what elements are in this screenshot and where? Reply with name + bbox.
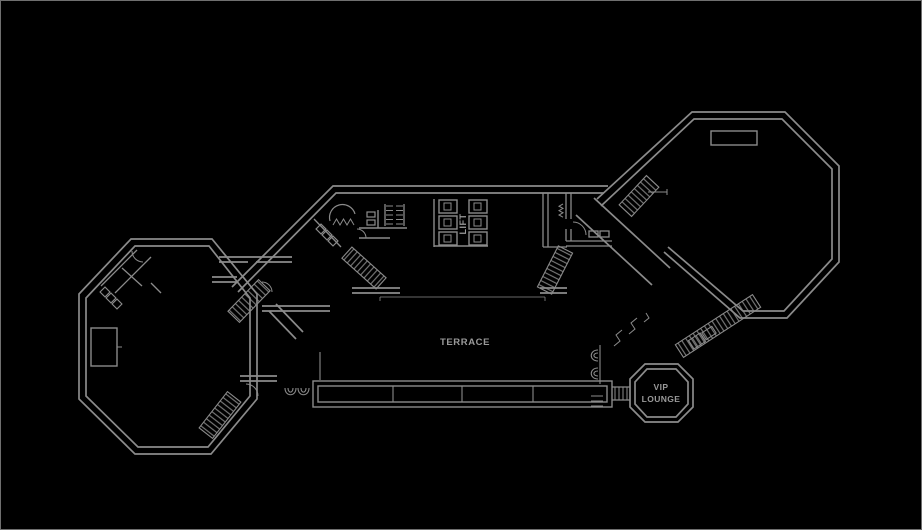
bridge-rungs [614,387,628,400]
squiggle-symbol [628,317,638,335]
stall-partition-comb [384,204,405,226]
squiggle-symbol [613,329,623,347]
door-swing-arc [131,250,144,263]
plan-labels: TERRACE LIFT VIP LOUNGE [440,214,680,405]
wall-stub [150,282,162,294]
lift-cell [438,215,458,230]
west-washrooms [313,203,407,290]
terrace-planter-strip [284,352,613,408]
wall-inner [85,245,251,448]
central-wing [231,185,608,312]
scroll-ornament-west [284,387,310,396]
scroll-ornament [590,367,599,380]
stairs-southwest [198,390,242,440]
fixture [327,235,339,247]
wall-outer [629,363,694,423]
fixture [105,292,117,304]
corner-room-partitions [100,249,162,294]
vip-lounge-label-line1: VIP [654,382,669,392]
lift-car [473,218,482,227]
wall [114,256,152,294]
fixture [366,219,376,226]
door-swing-arc [356,228,367,239]
vip-lounge [590,312,694,423]
lift-car [473,202,482,211]
lift-shaft-column-east [468,199,488,246]
comb-partition [591,395,603,407]
wall-stub [121,267,143,287]
zigzag-symbol [332,218,355,226]
east-rooms [536,193,612,295]
curved-partition [328,203,356,222]
stairs-west-junction [227,278,271,324]
bar-counter [710,130,758,146]
wall [268,310,297,340]
stairs-east-wing [536,245,574,295]
lift-car [443,234,452,243]
stairs-northeast-junction [618,174,660,218]
door-swing-arc [245,383,259,397]
corridor-wall [575,214,653,286]
fixture [111,298,123,310]
sink-fixtures [99,286,123,310]
lift-shaft-column-west [438,199,458,246]
vip-lounge-label-line2: LOUNGE [642,394,681,404]
stair-landing-box [687,332,707,350]
fixture [321,229,333,241]
lift-cell [468,199,488,214]
door-swing-arc [261,281,273,293]
planter-divider [392,386,534,402]
lift-label: LIFT [458,214,468,235]
wall-stub [648,189,668,195]
wall [275,303,304,333]
planter-outer [312,380,613,408]
wall-inner [634,368,689,418]
fixture [315,223,327,235]
wall [384,204,405,226]
wall [542,193,567,248]
lift-car [443,202,452,211]
west-junction [212,256,304,340]
scroll-ornament-east [590,345,601,384]
step-edge-line [379,296,546,301]
stair-landing-box [701,325,717,341]
wall [433,199,488,247]
step-tick-ornaments [613,312,650,347]
stairs-washroom-west [341,246,387,290]
zigzag-symbol [557,203,565,218]
northeast-junction [575,174,671,286]
southwest-stairs [198,375,277,440]
west-hall-octagon [78,238,258,455]
vip-bridge-corridor [612,386,630,401]
plan-linework [78,111,840,455]
wall [100,249,138,287]
lift-cell [438,231,458,246]
corridor-wall [593,197,671,269]
lift-car [473,234,482,243]
terrace-label: TERRACE [440,337,490,348]
scroll-ornament [284,387,297,396]
lift-cell [438,199,458,214]
lift-cell [468,215,488,230]
comb-partition [386,205,393,225]
door-swing-arc [572,221,587,236]
scroll-ornament [297,387,310,396]
fixture [366,211,376,218]
lift-cell [468,231,488,246]
scroll-ornament [590,349,599,362]
wall-inner-north [237,192,604,293]
fixture [99,286,111,298]
wall-outer-north [231,185,608,288]
comb-partition [396,205,403,225]
lift-car [443,218,452,227]
lift-core [433,199,488,247]
vip-stairs [674,293,762,359]
wall-outer [596,111,840,319]
wall [565,193,572,241]
squiggle-symbol [643,312,650,323]
fixture [599,230,610,238]
